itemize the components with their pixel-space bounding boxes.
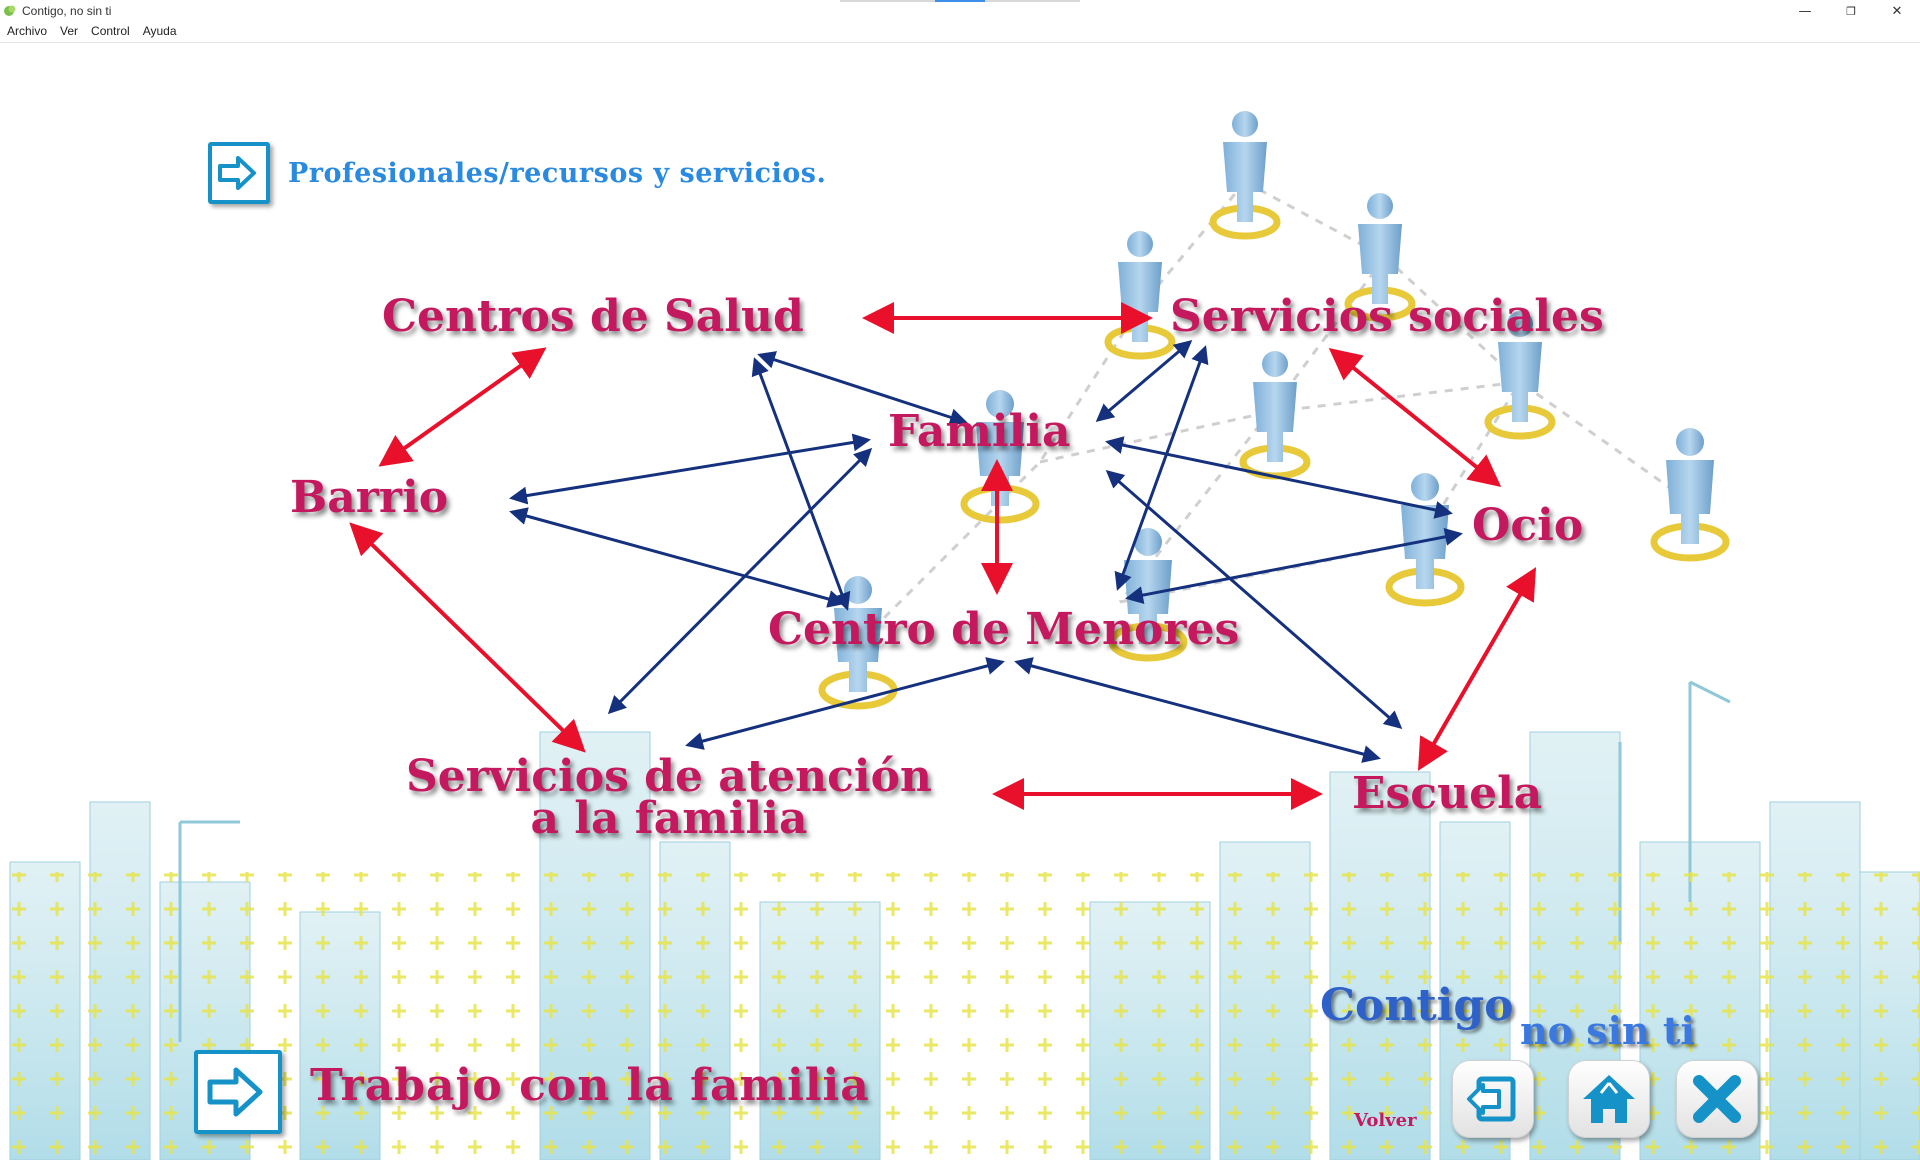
exit-button[interactable]: [1676, 1060, 1758, 1138]
arrow-sociales-ocio: [1328, 347, 1502, 488]
title-bar: Contigo, no sin ti — ❐ ✕: [0, 0, 1920, 22]
window-title: Contigo, no sin ti: [22, 4, 112, 18]
enter-icon: [218, 156, 256, 190]
node-familia: Familia: [888, 406, 1071, 457]
close-icon: [1693, 1075, 1741, 1123]
arrow-familia-sociales: [1095, 340, 1193, 422]
home-button[interactable]: [1568, 1060, 1650, 1138]
logo-no-sin-ti: no sin ti: [1520, 1008, 1695, 1053]
arrow-familia-escuela: [1105, 470, 1403, 729]
node-centro-de-menores: Centro de Menores: [768, 604, 1240, 655]
node-ocio: Ocio: [1472, 500, 1584, 551]
restore-button[interactable]: ❐: [1846, 4, 1856, 18]
title-progress-indicator: [840, 0, 1080, 2]
trabajo-con-la-familia-link[interactable]: Trabajo con la familia: [310, 1060, 870, 1111]
page-heading: Profesionales/recursos y servicios.: [288, 158, 827, 189]
home-icon: [1583, 1075, 1635, 1123]
menu-control[interactable]: Control: [91, 24, 130, 38]
logo-contigo: Contigo: [1320, 980, 1514, 1031]
enter-icon: [207, 1067, 263, 1117]
arrow-familia-atencion: [607, 447, 873, 715]
menu-bar: Archivo Ver Control Ayuda: [0, 22, 1920, 43]
arrow-barrio-atencion: [349, 522, 586, 753]
menu-ver[interactable]: Ver: [60, 24, 79, 38]
trabajo-familia-enter-button[interactable]: [194, 1050, 282, 1134]
arrow-menores-ocio: [1125, 528, 1463, 604]
node-servicios-atencion-familia: Servicios de atención a la familia: [406, 751, 932, 844]
arrow-menores-atencion: [685, 657, 1005, 750]
node-servicios-atencion-line2: a la familia: [530, 793, 808, 844]
arrow-menores-escuela: [1014, 657, 1381, 763]
arrow-salud-barrio: [378, 347, 547, 467]
main-canvas: Profesionales/recursos y servicios. Cent…: [0, 42, 1920, 1160]
node-escuela: Escuela: [1352, 768, 1543, 819]
node-servicios-atencion-line1: Servicios de atención: [406, 751, 932, 802]
node-centros-de-salud: Centros de Salud: [382, 291, 804, 342]
close-window-button[interactable]: ✕: [1891, 3, 1903, 19]
section-enter-button[interactable]: [208, 142, 270, 204]
relationship-arrows: [349, 302, 1537, 810]
back-button[interactable]: [1452, 1060, 1534, 1138]
node-servicios-sociales: Servicios sociales: [1170, 291, 1604, 342]
minimize-button[interactable]: —: [1798, 3, 1812, 19]
app-icon: [4, 5, 16, 16]
arrow-barrio-familia: [509, 433, 871, 505]
node-barrio: Barrio: [290, 472, 449, 523]
back-icon: [1467, 1076, 1516, 1122]
menu-ayuda[interactable]: Ayuda: [142, 24, 177, 38]
arrow-sociales-menores: [1114, 345, 1209, 591]
menu-archivo[interactable]: Archivo: [7, 24, 48, 38]
volver-label: Volver: [1354, 1110, 1417, 1131]
arrow-ocio-escuela: [1417, 567, 1537, 771]
arrow-salud-menores: [751, 357, 851, 611]
